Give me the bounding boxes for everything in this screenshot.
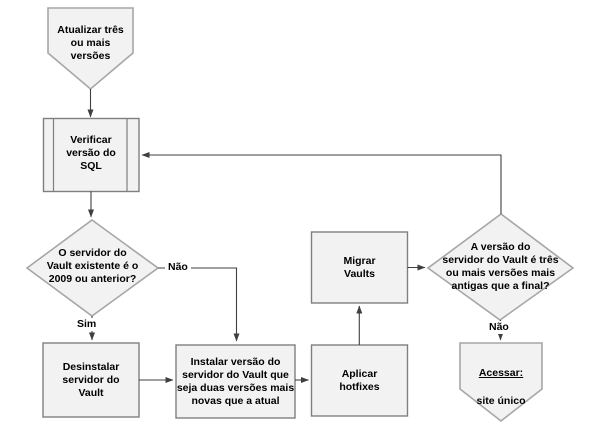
- edge-label-nao-right: Não: [486, 321, 512, 334]
- node-hotfixes-shape: [310, 344, 409, 417]
- edge-label-sim: Sim: [74, 318, 100, 331]
- node-install-shape: [175, 344, 296, 419]
- node-verify-sql-label: Verificar versão do SQL: [66, 134, 116, 172]
- node-start-shape: [47, 7, 134, 91]
- edge-label-nao-left: Não: [165, 261, 191, 274]
- access-heading: Acessar:: [478, 367, 524, 379]
- node-verify-sql-shape: [42, 117, 140, 193]
- access-subtext: site único: [476, 395, 526, 407]
- node-install-label: Instalar versão do servidor do Vault que…: [176, 356, 295, 407]
- node-hotfixes-label: Aplicar hotfixes: [339, 368, 380, 393]
- node-decision-final-label: A versão do servidor do Vault é três ou …: [442, 241, 559, 292]
- node-uninstall-shape: [42, 342, 140, 418]
- node-migrate-label: Migrar Vaults: [343, 255, 376, 280]
- node-migrate-shape: [310, 231, 409, 304]
- node-start-label: Atualizar três ou mais versões: [57, 24, 124, 62]
- edge-decisionfinal-loop-to-verify: [141, 152, 502, 214]
- node-access-label: Acessar: site único: [456, 352, 546, 422]
- edge-decision2009-nao-to-install: [158, 267, 240, 342]
- node-access-shape: [459, 342, 543, 423]
- node-decision-2009-label: O servidor do Vault existente é o 2009 o…: [46, 247, 139, 285]
- node-uninstall-label: Desinstalar servidor do Vault: [62, 361, 120, 399]
